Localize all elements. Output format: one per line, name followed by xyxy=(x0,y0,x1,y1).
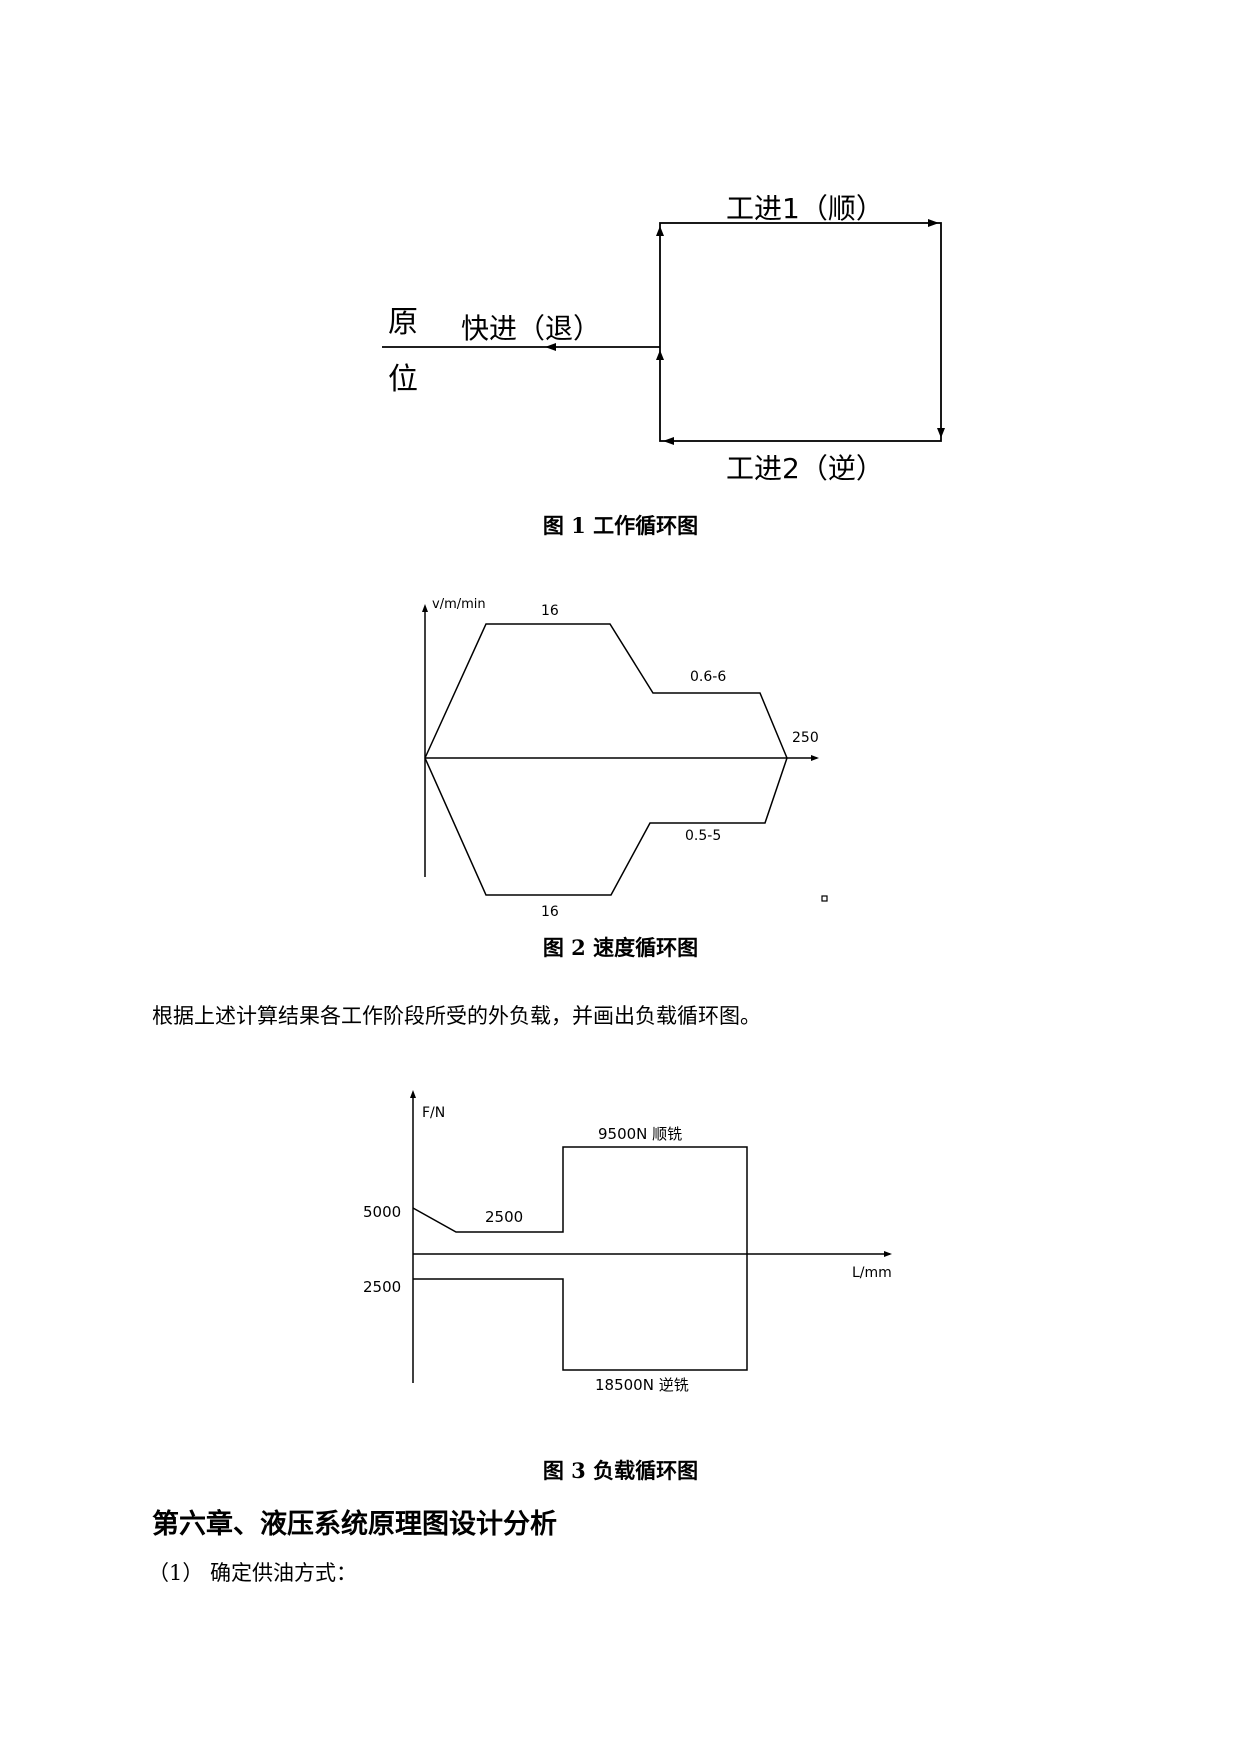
work-loop-rect xyxy=(659,222,942,442)
load-x-label: L/mm xyxy=(852,1265,892,1281)
bottom-fast-value: 16 xyxy=(541,904,559,920)
load-high-value: 9500N 顺铣 xyxy=(598,1125,682,1143)
right-arrow-top xyxy=(928,219,939,227)
down-arrow-right xyxy=(937,428,945,438)
body-paragraph: 根据上述计算结果各工作阶段所受的外负载，并画出负载循环图。 xyxy=(152,1004,761,1028)
y-axis-arrow xyxy=(422,604,428,612)
work1-label: 工进1（顺） xyxy=(726,192,884,225)
return-speed-profile xyxy=(424,757,788,896)
figure-1-caption: 图 1 工作循环图 xyxy=(542,513,699,538)
work-cycle-diagram: 原 位 快进（退） 工进1（顺） 工进2（逆） xyxy=(382,192,945,485)
left-arrow-bottom xyxy=(663,437,674,445)
load-return-profile xyxy=(413,1254,748,1371)
x-end-value: 250 xyxy=(792,730,819,746)
up-arrow-left-1 xyxy=(656,226,664,236)
load-low-value: 18500N 逆铣 xyxy=(595,1376,689,1394)
fast-label: 快进（退） xyxy=(461,312,601,345)
load-y-arrow xyxy=(410,1090,416,1098)
chapter-heading: 第六章、液压系统原理图设计分析 xyxy=(152,1509,557,1540)
up-arrow-left-2 xyxy=(656,350,664,360)
fast-arrow xyxy=(545,343,556,351)
load-forward-profile xyxy=(412,1146,748,1254)
top-fast-value: 16 xyxy=(541,603,559,619)
load-left-bottom-value: 2500 xyxy=(363,1278,401,1296)
load-left-top-value: 5000 xyxy=(363,1203,401,1221)
top-work-value: 0.6-6 xyxy=(690,669,726,685)
small-marker xyxy=(821,895,828,902)
load-cycle-diagram: F/N 9500N 顺铣 5000 2500 L/mm 2500 18500N … xyxy=(363,1090,892,1394)
speed-y-label: v/m/min xyxy=(432,597,486,612)
figure-3-caption: 图 3 负载循环图 xyxy=(542,1458,699,1483)
speed-cycle-diagram: v/m/min 16 0.6-6 250 0.5-5 16 xyxy=(422,597,828,920)
origin-label-bottom: 位 xyxy=(388,362,418,397)
load-mid-value: 2500 xyxy=(485,1208,523,1226)
origin-label-top: 原 xyxy=(388,305,418,340)
forward-speed-profile xyxy=(424,623,788,759)
bottom-work-value: 0.5-5 xyxy=(685,828,721,844)
figure-2-caption: 图 2 速度循环图 xyxy=(542,935,699,960)
work2-label: 工进2（逆） xyxy=(726,452,884,485)
x-axis-arrow xyxy=(811,755,819,761)
load-y-label: F/N xyxy=(422,1105,445,1121)
list-item-supply-method: （1） 确定供油方式： xyxy=(148,1561,358,1585)
load-x-arrow xyxy=(884,1251,892,1257)
